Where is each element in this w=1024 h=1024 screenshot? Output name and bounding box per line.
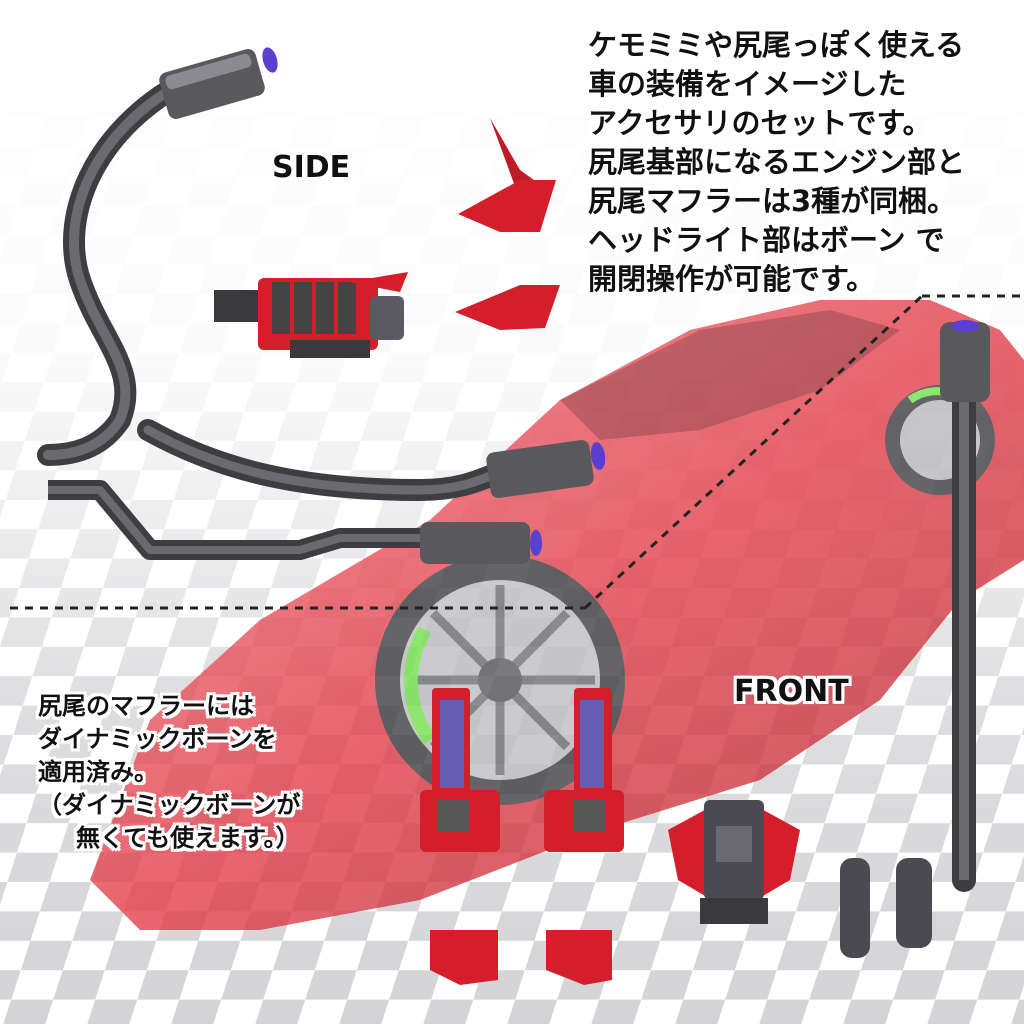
muffler-straight	[48, 480, 542, 564]
description-line: 開閉操作が可能です。	[588, 262, 876, 296]
front-label: FRONT	[734, 674, 849, 709]
description-line: 車の装備をイメージした	[588, 67, 907, 101]
muffler-front	[940, 320, 990, 892]
muffler-stubs	[840, 858, 932, 958]
headlight-side	[455, 118, 560, 330]
section-divider	[10, 294, 1024, 610]
headlight-front-right	[544, 688, 624, 985]
note-line: 無くても使えます。）	[76, 824, 300, 852]
muffler-bent	[137, 419, 606, 502]
description-text: ケモミミや尻尾っぽく使える 車の装備をイメージした アクセサリのセットです。 尻…	[588, 26, 1018, 299]
description-line: アクセサリのセットです。	[588, 106, 932, 140]
note-line: （ダイナミックボーンが	[38, 791, 301, 819]
description-line: 尻尾マフラーは3種が同梱。	[588, 184, 957, 218]
muffler-curved	[37, 47, 278, 466]
note-line: 尻尾のマフラーには	[38, 692, 254, 720]
headlight-front-left	[420, 688, 500, 985]
description-line: 尻尾基部になるエンジン部と	[588, 145, 966, 179]
engine-front	[668, 800, 800, 924]
engine-side	[214, 272, 408, 358]
description-line: ヘッドライト部はボーン で	[588, 223, 945, 257]
dynamic-bone-note: 尻尾のマフラーには ダイナミックボーンを 適用済み。 （ダイナミックボーンが 無…	[38, 690, 418, 855]
note-line: 適用済み。	[38, 758, 158, 786]
car-silhouette	[90, 300, 1024, 930]
description-line: ケモミミや尻尾っぽく使える	[588, 28, 965, 62]
note-line: ダイナミックボーンを	[38, 725, 277, 753]
side-label: SIDE	[272, 150, 351, 185]
